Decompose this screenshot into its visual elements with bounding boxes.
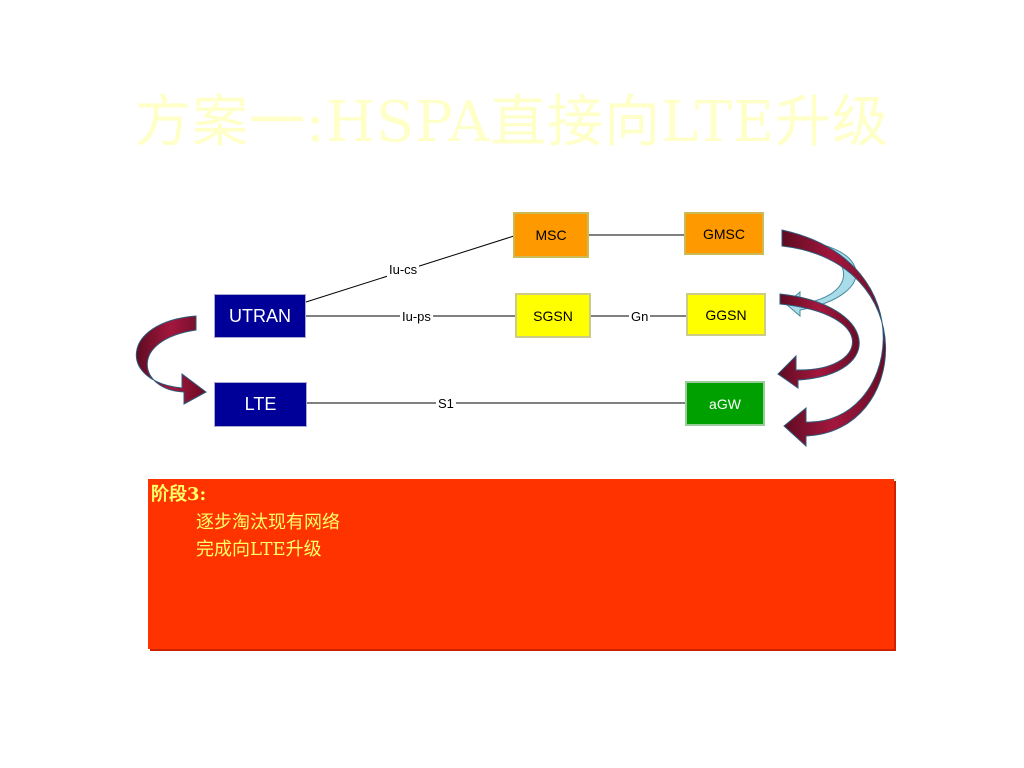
utran-node: UTRAN [214,294,306,338]
gn-label: Gn [629,309,651,325]
slide-title: 方案一:HSPA直接向LTE升级 [135,90,889,155]
sgsn-node: SGSN [515,293,591,338]
iu-cs-label: Iu-cs [387,262,420,278]
lte-node: LTE [214,382,307,427]
msc-node: MSC [513,212,589,258]
ggsn-node: GGSN [686,293,766,336]
stage-item: 完成向LTE升级 [196,539,322,560]
stage-heading: 阶段3: [151,484,207,505]
s1-label: S1 [436,396,456,412]
gmsc-to-agw-arrow [781,229,887,448]
agw-node: aGW [685,381,765,426]
ggsn-to-agw-arrow [777,293,860,389]
utran-to-lte-arrow [135,315,207,405]
stage-notes-box: 阶段3: 逐步淘汰现有网络 完成向LTE升级 [148,479,894,649]
stage-item: 逐步淘汰现有网络 [196,512,340,533]
iu-ps-label: Iu-ps [400,309,433,325]
gmsc-node: GMSC [684,212,764,255]
